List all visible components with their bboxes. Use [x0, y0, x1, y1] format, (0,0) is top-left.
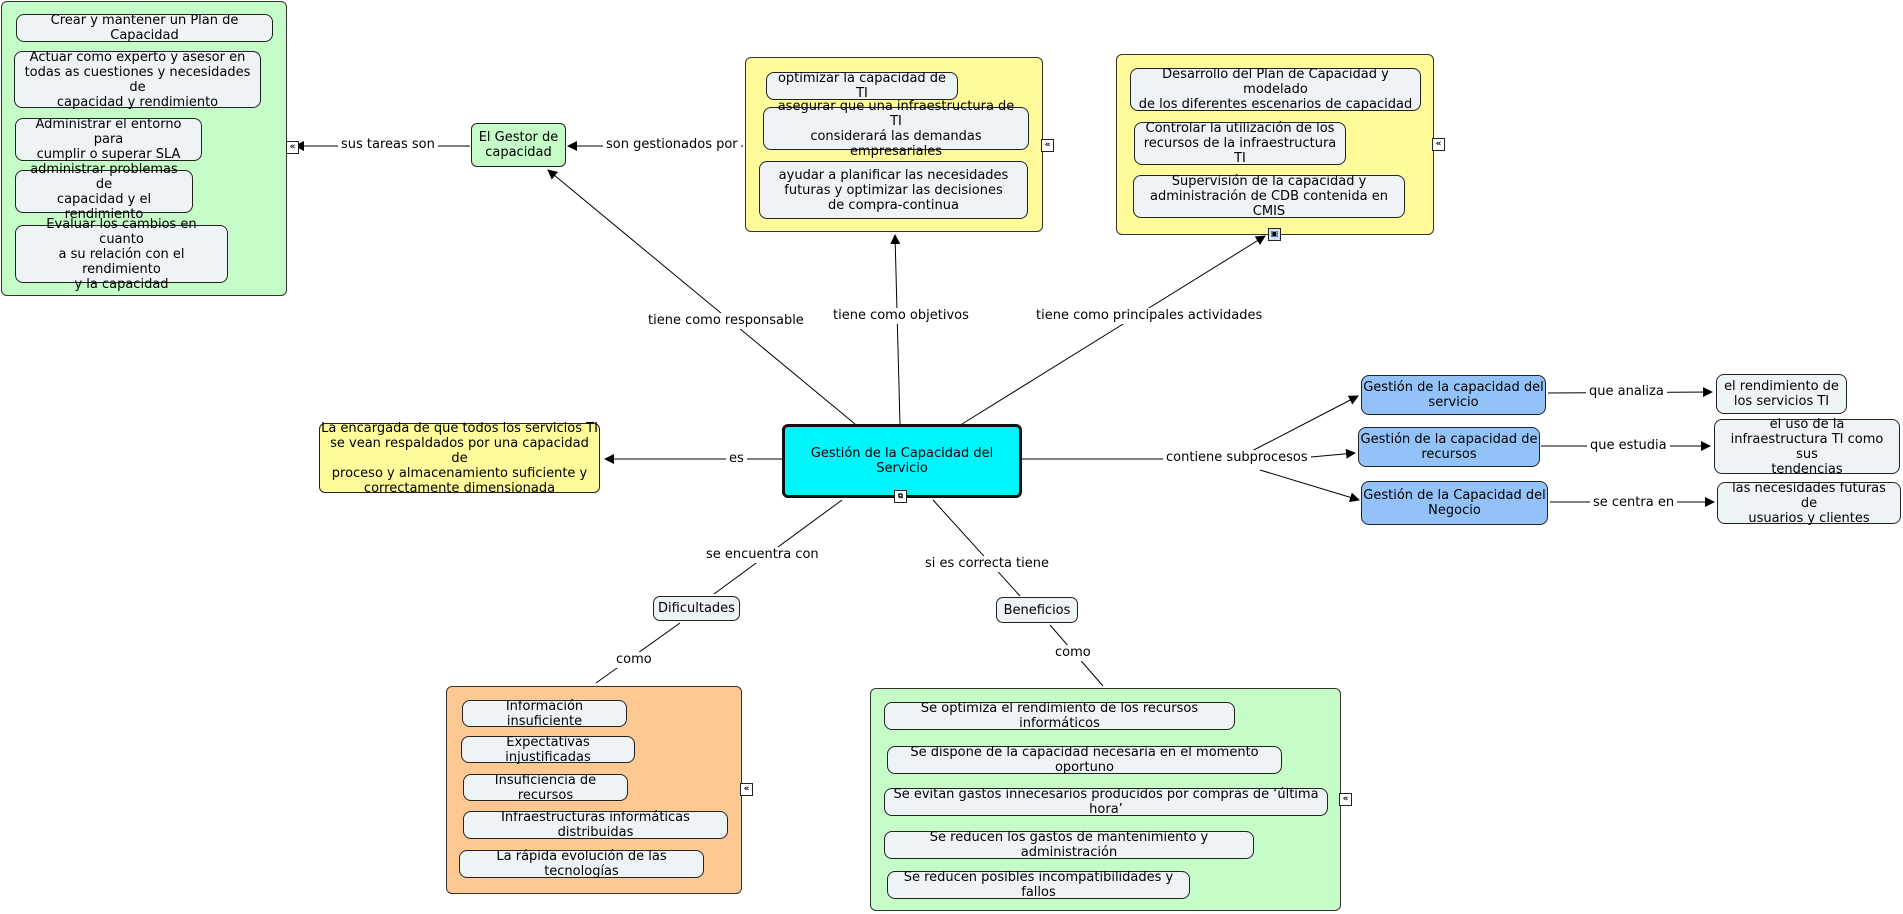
dificultades-node[interactable]: Dificultades	[653, 596, 740, 621]
beneficio-item[interactable]: Se dispone de la capacidad necesaria en …	[887, 745, 1282, 775]
link-label-tareas: sus tareas son	[338, 137, 438, 153]
beneficio-item[interactable]: Se reducen los gastos de mantenimiento y…	[884, 830, 1254, 860]
gestor-node[interactable]: El Gestor de capacidad	[471, 123, 566, 167]
beneficio-item[interactable]: Se reducen posibles incompatibilidades y…	[887, 870, 1190, 900]
link-label-estudia: que estudia	[1587, 438, 1670, 454]
link-objetivos	[890, 234, 901, 425]
subprocess-node[interactable]: Gestión de la Capacidad del Negocio	[1361, 481, 1548, 525]
link-actividades	[961, 235, 1266, 425]
objective-item[interactable]: ayudar a planificar las necesidades futu…	[759, 161, 1028, 219]
link-label-gestionados: son gestionados por	[603, 137, 741, 153]
subprocess-node[interactable]: Gestión de la capacidad del servicio	[1361, 375, 1546, 415]
expand-icon[interactable]: «	[740, 783, 753, 796]
task-item[interactable]: Administrar el entorno para cumplir o su…	[15, 117, 202, 162]
task-item[interactable]: Evaluar los cambios en cuanto a su relac…	[15, 217, 228, 292]
central-concept[interactable]: Gestión de la Capacidad del Servicio	[782, 424, 1022, 498]
definition-node[interactable]: La encargada de que todos los servicios …	[319, 420, 600, 496]
beneficio-item[interactable]: Se optimiza el rendimiento de los recurs…	[884, 701, 1235, 731]
link-label-encuentra: se encuentra con	[703, 547, 822, 563]
dificultad-item[interactable]: Infraestructuras informáticas distribuid…	[463, 810, 728, 840]
link-label-es: es	[726, 451, 747, 467]
link-label-analiza: que analiza	[1586, 384, 1667, 400]
dificultad-item[interactable]: La rápida evolución de las tecnologías	[459, 849, 704, 879]
dificultad-item[interactable]: Insuficiencia de recursos	[463, 773, 628, 803]
link-label-subprocesos: contiene subprocesos	[1163, 450, 1311, 466]
task-item[interactable]: Crear y mantener un Plan de Capacidad	[16, 13, 273, 43]
link-label-correcta: si es correcta tiene	[922, 556, 1052, 572]
expand-icon[interactable]: «	[1041, 139, 1054, 152]
expand-icon[interactable]: «	[286, 141, 299, 154]
image-icon[interactable]: ▣	[1268, 228, 1281, 241]
central-concept-label: Gestión de la Capacidad del Servicio	[810, 446, 994, 476]
activity-item[interactable]: Supervisión de la capacidad y administra…	[1133, 174, 1405, 219]
activity-item[interactable]: Desarrollo del Plan de Capacidad y model…	[1130, 67, 1421, 112]
link-label-objetivos: tiene como objetivos	[830, 308, 972, 324]
link-label-como: como	[613, 652, 655, 668]
expand-icon[interactable]: «	[1339, 793, 1352, 806]
subprocess-target[interactable]: el uso de la infraestructura TI como sus…	[1714, 417, 1900, 477]
subprocess-node[interactable]: Gestión de la capacidad de recursos	[1358, 427, 1540, 467]
subprocess-target[interactable]: el rendimiento de los servicios TI	[1716, 374, 1847, 414]
expand-icon[interactable]: «	[1432, 138, 1445, 151]
link-responsable	[547, 169, 856, 425]
task-item[interactable]: administrar problemas de capacidad y el …	[15, 162, 193, 222]
link-label-como: como	[1052, 645, 1094, 661]
link-label-responsable: tiene como responsable	[645, 313, 807, 329]
link-label-centra: se centra en	[1590, 495, 1678, 511]
objective-item[interactable]: asegurar que una infraestructura de TI c…	[763, 99, 1029, 159]
link-label-actividades: tiene como principales actividades	[1033, 308, 1266, 324]
activity-item[interactable]: Controlar la utilización de los recursos…	[1134, 121, 1346, 166]
dificultad-item[interactable]: Información insuficiente	[462, 699, 627, 729]
objective-item[interactable]: optimizar la capacidad de TI	[766, 71, 958, 101]
beneficio-item[interactable]: Se evitan gastos innecesarios producidos…	[884, 787, 1328, 817]
dificultad-item[interactable]: Expectativas injustificadas	[461, 735, 635, 765]
gestor-label: El Gestor de capacidad	[478, 130, 559, 160]
task-item[interactable]: Actuar como experto y asesor en todas as…	[14, 50, 261, 110]
beneficios-node[interactable]: Beneficios	[996, 597, 1078, 623]
resources-icon[interactable]: ⧉	[894, 490, 907, 503]
subprocess-target[interactable]: las necesidades futuras de usuarios y cl…	[1717, 481, 1901, 526]
definition-text: La encargada de que todos los servicios …	[321, 420, 598, 496]
